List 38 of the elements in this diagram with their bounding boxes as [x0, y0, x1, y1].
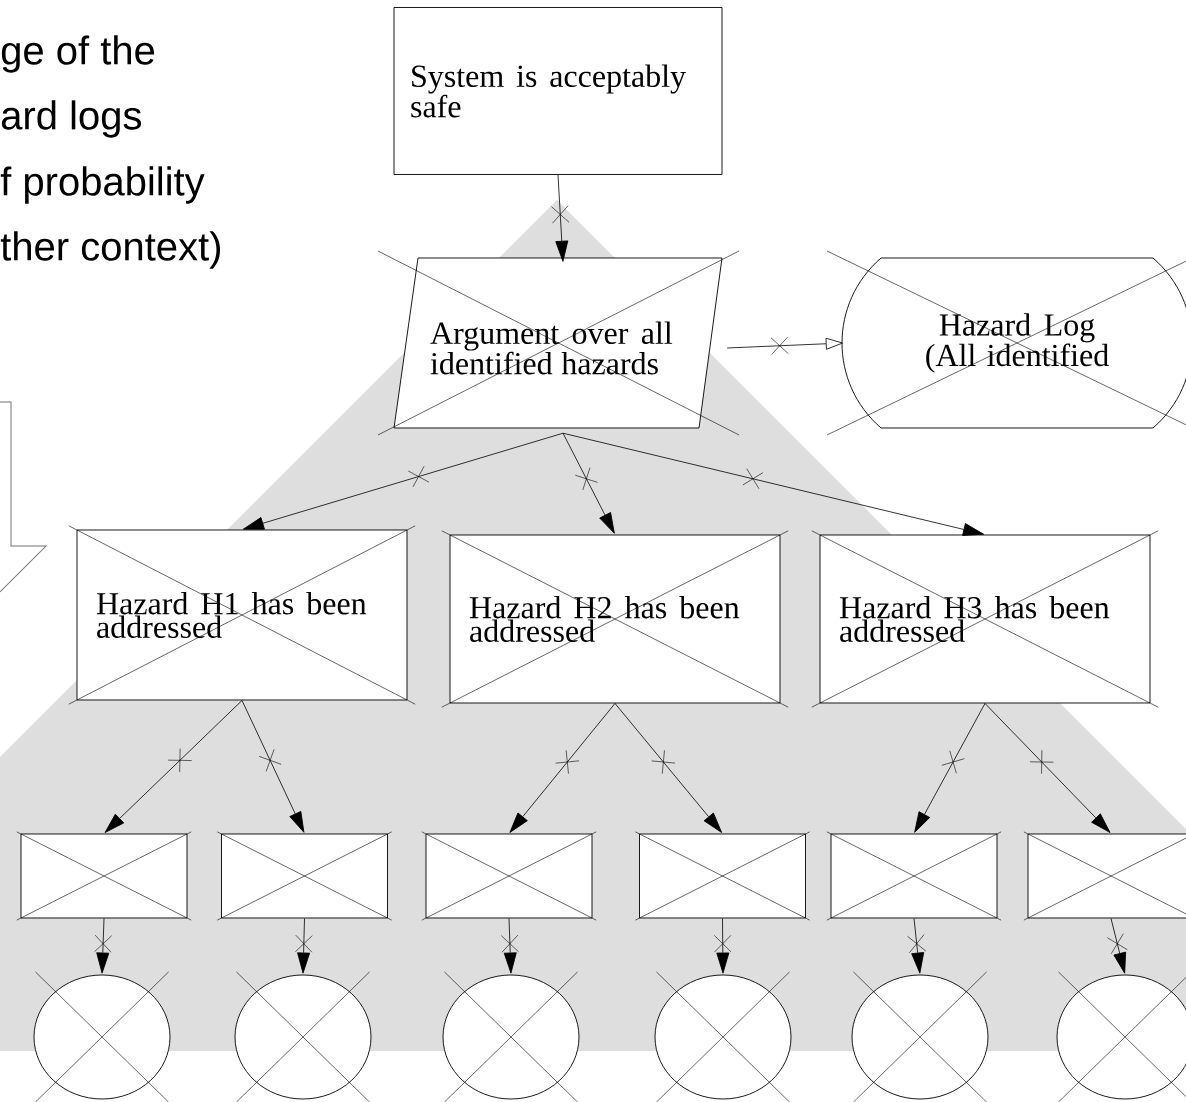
- crossed-out-circle: [654, 971, 792, 1102]
- crossed-out-circle: [33, 971, 171, 1102]
- arrow: [907, 918, 927, 974]
- arrow: [914, 703, 986, 833]
- cropped-text: f probability: [0, 166, 205, 204]
- crossed-out-box: [635, 831, 810, 921]
- crossed-out-box: [826, 831, 1002, 921]
- crossed-out-box: [421, 831, 597, 921]
- arrow: [562, 432, 615, 534]
- arrow: [509, 703, 616, 833]
- cropped-text: ard logs: [1, 100, 141, 138]
- arrow: [94, 918, 112, 974]
- arrow: [104, 700, 243, 833]
- goal-box: System is acceptably safe: [393, 7, 723, 175]
- crossed-out-circle: [234, 971, 372, 1102]
- arrow: [551, 174, 570, 262]
- crossed-out-box: Hazard H2 has been addressed: [441, 530, 789, 708]
- arrow: [501, 918, 519, 974]
- crossed-out-parallelogram: Argument over all identified hazards: [377, 250, 740, 436]
- arrow: [1106, 918, 1128, 974]
- crossed-out-circle: [1056, 971, 1186, 1102]
- arrow: [242, 432, 564, 530]
- crossed-out-box: [1023, 831, 1186, 921]
- arrow: [726, 336, 843, 355]
- arrow: [295, 918, 313, 974]
- arrow: [562, 432, 985, 536]
- crossed-out-box: [16, 831, 192, 921]
- crossed-out-box: [217, 831, 392, 921]
- arrow: [714, 918, 732, 974]
- crossed-out-circle: [442, 971, 580, 1102]
- arrow: [241, 700, 305, 833]
- crossed-out-circle: [851, 971, 989, 1102]
- arrow: [614, 703, 722, 833]
- crossed-out-box: Hazard H1 has been addressed: [68, 525, 416, 705]
- crossed-out-box: Hazard H3 has been addressed: [811, 530, 1159, 708]
- cropped-text: ge of the: [1, 35, 155, 73]
- arrow: [984, 703, 1111, 833]
- cropped-text: ther context): [0, 231, 220, 269]
